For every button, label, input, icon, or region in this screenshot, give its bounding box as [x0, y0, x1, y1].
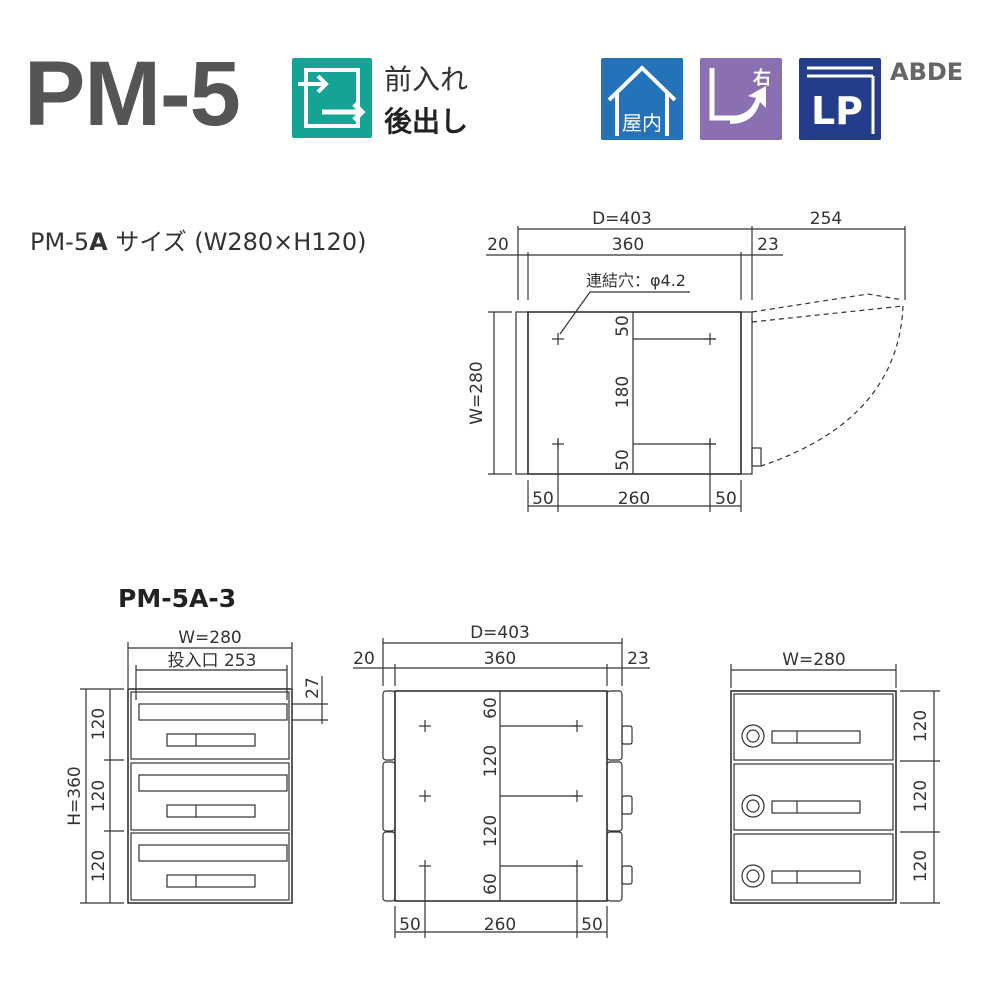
side-v-1: 60 — [481, 697, 501, 719]
section-title: PM-5A-3 — [118, 584, 237, 613]
size-prefix: PM-5 — [30, 228, 90, 256]
front-row-height-1: 120 — [89, 708, 109, 740]
side-left-offset: 20 — [353, 649, 375, 669]
top-door-swing: 254 — [810, 209, 842, 229]
front-width-label: W=280 — [178, 628, 242, 648]
model-title: PM-5 — [24, 43, 241, 145]
top-width-label: W=280 — [467, 361, 487, 425]
top-v-top: 50 — [613, 315, 633, 337]
lp-label: LP — [811, 89, 863, 133]
flow-text-back: 後出し — [384, 105, 469, 138]
side-h-left: 50 — [399, 915, 421, 935]
back-row-height-3: 120 — [911, 850, 931, 882]
top-left-offset: 20 — [487, 235, 509, 255]
side-d-total: D=403 — [470, 623, 530, 643]
side-v-3: 120 — [481, 815, 501, 847]
top-h-right: 50 — [715, 489, 737, 509]
side-v-2: 120 — [481, 745, 501, 777]
top-hole-note: 連結穴：φ4.2 — [586, 271, 686, 290]
back-width-label: W=280 — [782, 650, 846, 670]
back-row-height-1: 120 — [911, 710, 931, 742]
top-v-mid: 180 — [613, 376, 633, 408]
front-row-height-3: 120 — [89, 850, 109, 882]
lp-icon: LP — [799, 58, 881, 140]
front-row-height-2: 120 — [89, 780, 109, 812]
right-hinge-label: 右 — [753, 67, 771, 89]
front-slot-label: 投入口 253 — [168, 651, 257, 671]
side-h-mid: 260 — [484, 915, 516, 935]
top-right-offset: 23 — [757, 235, 779, 255]
flow-text-front: 前入れ — [384, 63, 469, 96]
top-h-mid: 260 — [618, 489, 650, 509]
front-height-label: H=360 — [65, 766, 85, 825]
front-in-back-out-icon — [292, 58, 372, 138]
size-suffix: サイズ (W280×H120) — [107, 228, 367, 256]
front-slot-height: 27 — [303, 677, 323, 699]
size-label: PM-5A サイズ (W280×H120) — [30, 222, 366, 257]
side-right-offset: 23 — [627, 649, 649, 669]
right-hinge-icon: 右 — [700, 58, 782, 140]
top-body: 360 — [612, 235, 644, 255]
top-h-left: 50 — [532, 489, 554, 509]
side-body: 360 — [484, 649, 516, 669]
series-label: ABDE — [890, 58, 964, 86]
size-bold: A — [89, 228, 108, 256]
indoor-icon: 屋内 — [601, 58, 683, 140]
side-v-4: 60 — [481, 873, 501, 895]
side-h-right: 50 — [581, 915, 603, 935]
top-v-bot: 50 — [613, 449, 633, 471]
indoor-label: 屋内 — [622, 111, 662, 135]
top-d-total: D=403 — [592, 209, 652, 229]
back-row-height-2: 120 — [911, 780, 931, 812]
